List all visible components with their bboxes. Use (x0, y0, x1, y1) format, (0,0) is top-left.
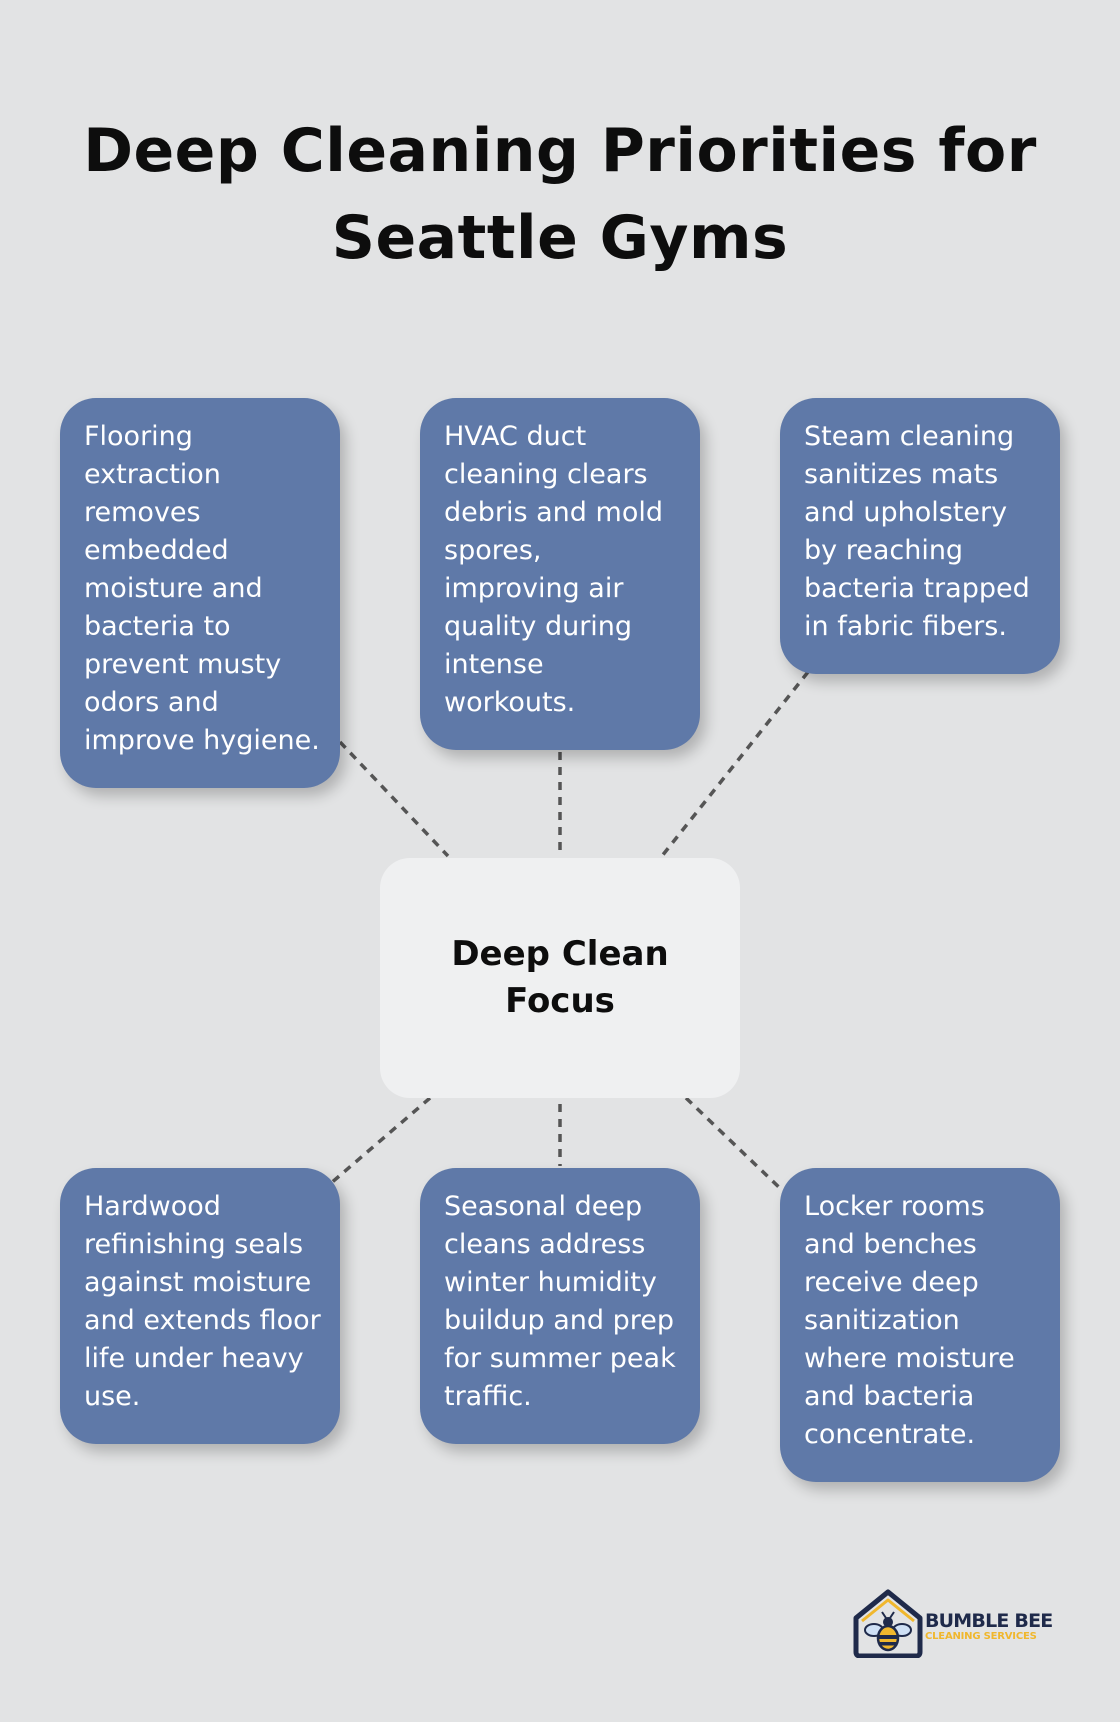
priority-box-hardwood: Hardwood refinishing seals against moist… (60, 1168, 340, 1444)
priority-text: Locker rooms and benches receive deep sa… (804, 1191, 1015, 1450)
title-line-1: Deep Cleaning Priorities for (83, 116, 1037, 186)
bee-house-icon (853, 1589, 923, 1658)
priority-text: Steam cleaning sanitizes mats and uphols… (804, 421, 1030, 642)
priority-box-seasonal: Seasonal deep cleans address winter humi… (420, 1168, 700, 1444)
priority-box-steam: Steam cleaning sanitizes mats and uphols… (780, 398, 1060, 674)
page-title: Deep Cleaning Priorities for Seattle Gym… (0, 108, 1120, 282)
priority-text: Flooring extraction removes embedded moi… (84, 421, 320, 756)
connector-top-right (660, 670, 810, 858)
priority-text: HVAC duct cleaning clears debris and mol… (444, 421, 663, 718)
priority-box-hvac: HVAC duct cleaning clears debris and mol… (420, 398, 700, 750)
priority-text: Seasonal deep cleans address winter humi… (444, 1191, 676, 1412)
connector-bottom-left (328, 1096, 432, 1186)
logo-name: BUMBLE BEE (925, 1610, 1053, 1632)
center-label: Deep Clean Focus (451, 934, 669, 1021)
priority-box-locker: Locker rooms and benches receive deep sa… (780, 1168, 1060, 1482)
connector-bottom-right (684, 1096, 786, 1194)
logo-tagline: CLEANING SERVICES (925, 1631, 1037, 1642)
priority-text: Hardwood refinishing seals against moist… (84, 1191, 321, 1412)
connector-top-left (338, 740, 450, 858)
company-logo: BUMBLE BEE CLEANING SERVICES (852, 1588, 1062, 1658)
priority-box-flooring: Flooring extraction removes embedded moi… (60, 398, 340, 788)
center-hub: Deep Clean Focus (380, 858, 740, 1098)
title-line-2: Seattle Gyms (331, 203, 789, 273)
